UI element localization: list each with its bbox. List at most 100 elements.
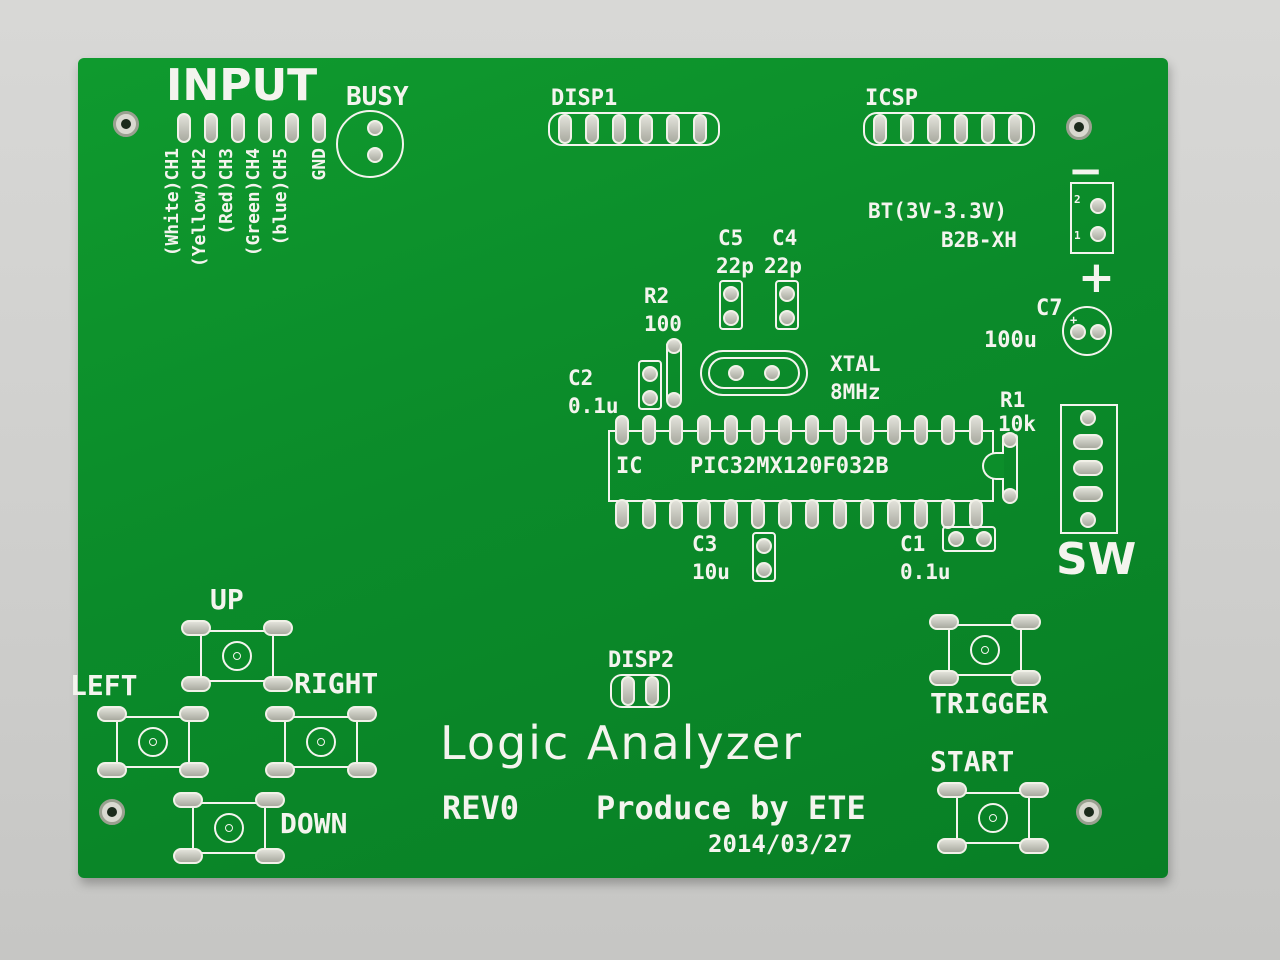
btn-down-pad-1 <box>173 792 203 808</box>
mounting-hole-top-left <box>113 111 139 137</box>
busy-led-outline <box>336 110 404 178</box>
sw-pad-1 <box>1080 410 1096 426</box>
btn-trigger-pad-4 <box>1011 670 1041 686</box>
ic-bottom-pin-7 <box>778 499 793 529</box>
btn-left-pad-4 <box>179 762 209 778</box>
right-button[interactable] <box>265 706 377 778</box>
busy-led-pad-1 <box>367 120 383 136</box>
start-label: START <box>930 745 1015 778</box>
xtal-value: 8MHz <box>830 380 881 404</box>
ic-outline <box>608 430 1004 502</box>
pcb-board: INPUT (White)CH1 (Yellow)CH2 (Red)CH3 (G… <box>70 58 1168 878</box>
disp1-pin-3 <box>612 114 626 144</box>
icsp-pin-2 <box>900 114 914 144</box>
icsp-pin-4 <box>954 114 968 144</box>
busy-label: BUSY <box>346 82 409 112</box>
btn-left-body <box>116 716 190 768</box>
c1-pad-2 <box>976 531 992 547</box>
ic-top-pin-4 <box>696 415 711 445</box>
c7-plus-mark: + <box>1070 313 1078 327</box>
c7-pad-1 <box>1070 324 1086 340</box>
battery-pad-1 <box>1090 226 1106 242</box>
icsp-pin-3 <box>927 114 941 144</box>
btn-down-pad-2 <box>255 792 285 808</box>
c1-value: 0.1u <box>900 560 951 584</box>
xtal-inner-outline <box>708 357 800 389</box>
battery-plus-label: + <box>1078 252 1115 303</box>
r1-name: R1 <box>1000 388 1026 412</box>
board-title: Logic Analyzer <box>440 716 804 770</box>
disp2-label: DISP2 <box>608 648 675 673</box>
btn-right-actuator <box>306 727 336 757</box>
ic-top-pin-6 <box>751 415 765 445</box>
ic-top-pin-11 <box>887 415 901 445</box>
btn-right-body <box>284 716 358 768</box>
btn-down-pad-4 <box>255 848 285 864</box>
c2-pad-1 <box>642 366 658 382</box>
ic-bottom-pin-12 <box>914 499 929 529</box>
r1-value: 10k <box>998 412 1036 436</box>
c1-pad-1 <box>948 531 964 547</box>
mounting-hole-bottom-left <box>99 799 125 825</box>
c1-name: C1 <box>900 532 926 556</box>
left-button[interactable] <box>97 706 209 778</box>
disp1-pin-1 <box>558 114 572 144</box>
c2-pad-2 <box>642 390 658 406</box>
c4-pad-1 <box>779 286 795 302</box>
btn-down-pad-3 <box>173 848 203 864</box>
sw-pad-5 <box>1080 512 1096 528</box>
ic-top-pin-14 <box>968 415 983 445</box>
channel-label-5: (blue)CH5 <box>270 148 291 246</box>
btn-right-pad-4 <box>347 762 377 778</box>
btn-trigger-pad-1 <box>929 614 959 630</box>
c2-value: 0.1u <box>568 394 619 418</box>
input-pin-2 <box>204 113 218 143</box>
btn-right-pad-1 <box>265 706 295 722</box>
btn-up-actuator <box>222 641 252 671</box>
icsp-pin-5 <box>981 114 995 144</box>
ic-bottom-pin-9 <box>832 499 847 529</box>
ic-bottom-pin-11 <box>887 499 901 529</box>
ic-bottom-pin-1 <box>615 499 629 529</box>
c7-capacitor: + <box>1062 306 1112 356</box>
channel-label-1: (White)CH1 <box>162 148 183 257</box>
ic-notch <box>982 452 1004 480</box>
ic-bottom-pin-8 <box>805 499 820 529</box>
btn-trigger-pad-3 <box>929 670 959 686</box>
icsp-header <box>863 112 1035 146</box>
input-pin-6 <box>312 113 326 143</box>
ic-value: PIC32MX120F032B <box>690 454 889 479</box>
r2-resistor <box>666 338 682 408</box>
trigger-button[interactable] <box>929 614 1041 686</box>
down-button[interactable] <box>173 792 285 864</box>
c7-name: C7 <box>1036 296 1063 321</box>
btn-start-actuator <box>978 803 1008 833</box>
c3-value: 10u <box>692 560 730 584</box>
channel-label-3: (Red)CH3 <box>216 148 237 235</box>
btn-left-pad-2 <box>179 706 209 722</box>
ic-bottom-pin-4 <box>696 499 711 529</box>
ic-bottom-pin-2 <box>642 499 657 529</box>
sw-label: SW <box>1056 534 1137 585</box>
disp2-pin-2 <box>645 676 659 706</box>
btn-start-body <box>956 792 1030 844</box>
battery-pad-2 <box>1090 198 1106 214</box>
input-pin-1 <box>177 113 191 143</box>
c7-value: 100u <box>984 328 1037 353</box>
battery-label-2: B2B-XH <box>941 228 1017 252</box>
btn-up-pad-1 <box>181 620 211 636</box>
sw-pad-4 <box>1073 486 1103 502</box>
sw-pad-2 <box>1073 434 1103 450</box>
c4-pad-2 <box>779 310 795 326</box>
r2-value: 100 <box>644 312 682 336</box>
btn-left-pad-1 <box>97 706 127 722</box>
up-button[interactable] <box>181 620 293 692</box>
ic-top-pin-2 <box>642 415 657 445</box>
btn-right-pad-3 <box>265 762 295 778</box>
start-button[interactable] <box>937 782 1049 854</box>
mounting-hole-top-right <box>1066 114 1092 140</box>
trigger-label: TRIGGER <box>930 687 1049 720</box>
ic-top-pin-9 <box>832 415 847 445</box>
btn-down-actuator <box>214 813 244 843</box>
board-revision: REV0 <box>442 789 520 827</box>
